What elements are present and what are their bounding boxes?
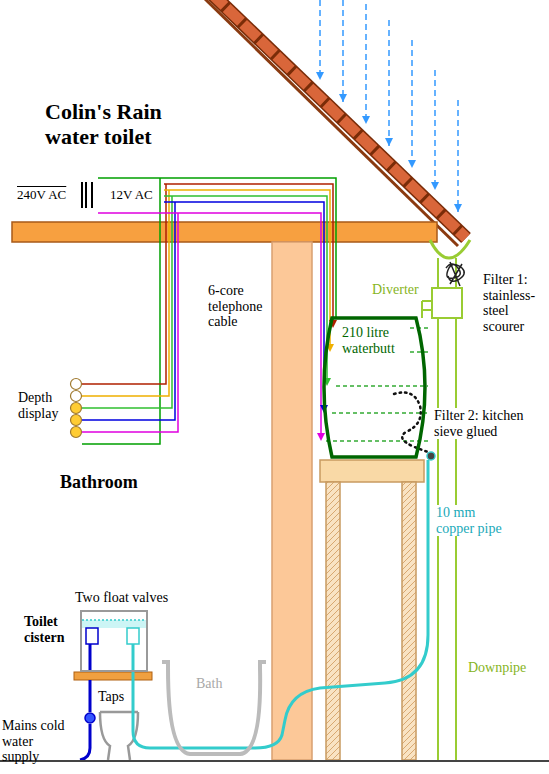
part-label: Two float valves bbox=[75, 590, 168, 606]
gutter bbox=[430, 240, 470, 258]
wire bbox=[82, 184, 166, 384]
wire bbox=[82, 213, 178, 432]
diagram-title: Colin's Rain water toilet bbox=[45, 100, 185, 149]
rain-arrow bbox=[342, 0, 344, 102]
part-label: Taps bbox=[98, 689, 124, 705]
wire bbox=[82, 190, 169, 396]
depth-lamp bbox=[71, 379, 82, 390]
depth-lamp bbox=[71, 415, 82, 426]
filter-label: Filter 1: stainless-steel scourer bbox=[483, 272, 545, 335]
bath-outline bbox=[162, 662, 266, 754]
stand-leg bbox=[402, 482, 416, 760]
waterbutt-label: 210 litre waterbutt bbox=[342, 325, 414, 356]
ground-line bbox=[0, 760, 549, 762]
diverter-pipe bbox=[422, 309, 432, 311]
depth-lamps bbox=[71, 379, 82, 438]
copper-pipe bbox=[133, 460, 428, 748]
cistern-label: Toilet cistern bbox=[24, 614, 80, 645]
voltage-label: 240V AC bbox=[17, 188, 66, 203]
diverter-pipe bbox=[422, 300, 432, 302]
part-label: Mains cold water supply bbox=[2, 718, 72, 765]
rain-arrow bbox=[457, 100, 459, 212]
wall-post bbox=[272, 242, 312, 760]
float-valve bbox=[86, 628, 98, 644]
depth-lamp bbox=[71, 427, 82, 438]
level-line bbox=[336, 385, 428, 387]
rain-arrow bbox=[434, 70, 436, 190]
level-line bbox=[332, 412, 428, 414]
stand-top bbox=[320, 460, 424, 482]
waterbutt: 210 litre waterbutt bbox=[318, 315, 430, 460]
mains-supply bbox=[80, 680, 95, 760]
part-label: Diverter bbox=[372, 282, 419, 298]
room-label: Bathroom bbox=[60, 472, 138, 492]
voltage-label: 12V AC bbox=[110, 188, 153, 203]
toilet-cistern: Toilet cistern bbox=[80, 610, 148, 672]
bath: Bath bbox=[160, 660, 268, 760]
wire bbox=[82, 196, 172, 408]
rain-arrow bbox=[411, 40, 413, 168]
wire bbox=[98, 213, 321, 433]
roof bbox=[202, 0, 466, 246]
sensor-wires bbox=[82, 178, 336, 444]
outlet-valve bbox=[427, 452, 435, 460]
waterbutt-outline bbox=[324, 318, 425, 457]
transformer-bar bbox=[91, 182, 93, 208]
transformer bbox=[82, 182, 92, 208]
diverter-pipe bbox=[421, 301, 423, 318]
water-line bbox=[82, 619, 146, 621]
rain-arrow bbox=[388, 20, 390, 146]
transformer-bar bbox=[81, 182, 83, 208]
toilet-seat bbox=[74, 672, 152, 680]
bath-label: Bath bbox=[196, 676, 222, 692]
display-label: Depth display bbox=[18, 390, 66, 421]
butt-stand bbox=[320, 460, 424, 760]
rainwater-pipe bbox=[132, 644, 135, 672]
diverter-box bbox=[432, 288, 462, 318]
wire bbox=[82, 178, 160, 444]
wire bbox=[164, 196, 327, 378]
depth-lamp bbox=[71, 391, 82, 402]
rain-arrow bbox=[319, 0, 321, 80]
stand-leg bbox=[326, 482, 340, 760]
wire bbox=[82, 202, 175, 420]
cistern-interior bbox=[82, 620, 146, 672]
rain-arrow bbox=[365, 4, 367, 124]
scourer-filter bbox=[446, 262, 464, 286]
level-line bbox=[410, 351, 428, 353]
sensor-tip bbox=[317, 433, 325, 441]
level-line bbox=[326, 440, 428, 442]
bath-shape bbox=[160, 660, 268, 760]
ceiling-beam bbox=[12, 222, 437, 242]
mains-valve bbox=[85, 713, 95, 723]
pipe-label: 10 mm copper pipe bbox=[434, 505, 518, 536]
mains-pipe bbox=[89, 644, 92, 672]
transformer-bar bbox=[85, 182, 87, 208]
wire bbox=[164, 202, 324, 405]
depth-lamp bbox=[71, 403, 82, 414]
cistern-water bbox=[82, 620, 146, 628]
filter-label: Filter 2: kitchen sieve glued bbox=[432, 408, 549, 439]
float-valve bbox=[127, 628, 139, 644]
cable-label: 6-core telephone cable bbox=[208, 283, 272, 330]
part-label: Downpipe bbox=[468, 660, 526, 676]
